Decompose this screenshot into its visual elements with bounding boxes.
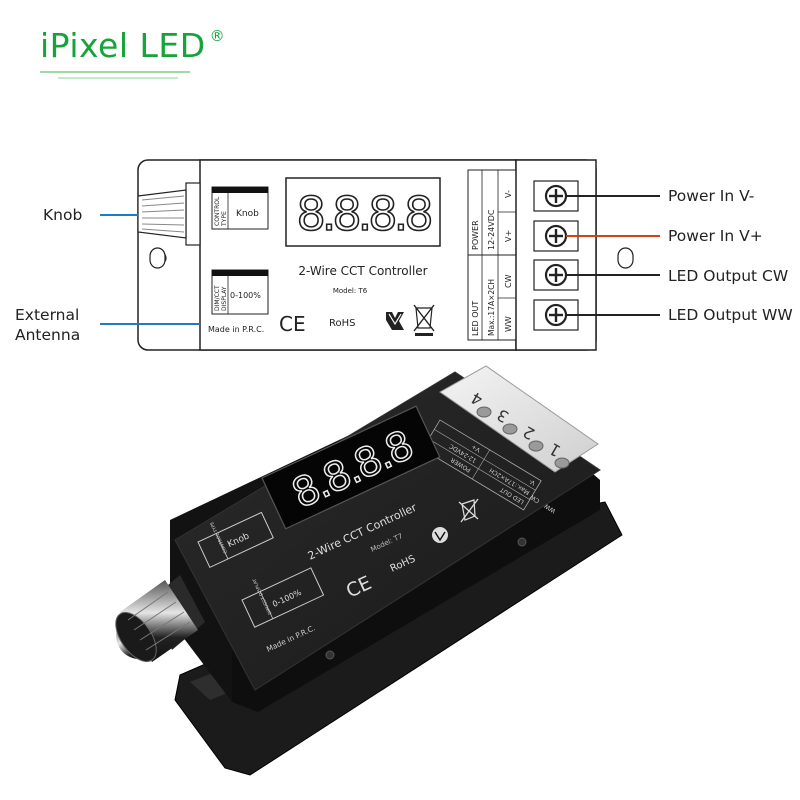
table-led-out-max: Max.:17A×2CH	[487, 279, 496, 336]
diagram-made-in: Made in P.R.C.	[208, 325, 264, 334]
dim-cct-value: 0-100%	[230, 291, 261, 300]
photo-table-cw: CW	[529, 493, 541, 504]
knob-label: Knob	[43, 206, 83, 224]
brand-underline	[40, 71, 190, 73]
terminal-label-3: LED Output CW	[668, 267, 789, 285]
photo-terminal-screw-1	[476, 406, 492, 418]
recycle-icon	[386, 312, 404, 330]
brand-name: iPixel LED	[40, 26, 206, 65]
photo-rating-table: V- V+ 12-24VDC Max.:17A×2CH POWER LED OU…	[421, 419, 542, 511]
terminal-screw-3	[533, 259, 579, 291]
table-led-out-title: LED OUT	[471, 301, 480, 336]
dim-cct-line2: DISPLAY	[221, 286, 228, 311]
table-power-range: 12-24VDC	[487, 209, 496, 250]
terminal-wires	[566, 195, 660, 316]
table-cw: CW	[504, 274, 513, 288]
diagram-rohs-mark: RoHS	[329, 318, 355, 329]
dim-cct-box	[211, 269, 269, 315]
knob-drawing	[137, 182, 201, 246]
control-type-box	[211, 186, 269, 230]
diagram-display-frame	[285, 177, 441, 247]
photo-recycle-icon	[432, 527, 448, 543]
table-v-minus: V-	[504, 190, 513, 198]
terminal-label-1: Power In V-	[668, 187, 755, 205]
terminal-screws	[533, 180, 579, 331]
antenna-label-line1: External	[15, 306, 80, 324]
photo-weee-icon	[458, 498, 479, 523]
wiring-diagram: CONTROL TYPE Knob DIM/CCT DISPLAY 0-100%…	[100, 159, 660, 351]
registered-mark: ®	[209, 27, 226, 45]
antenna-label: External Antenna	[15, 305, 80, 345]
terminal-label-4: LED Output WW	[668, 306, 793, 324]
diagram-model: Model: T6	[333, 287, 368, 295]
photo-terminal-screw-4	[554, 457, 570, 469]
photo-table-v-minus: V-	[528, 477, 537, 486]
terminal-screw-2	[533, 220, 579, 252]
diagram-product-title: 2-Wire CCT Controller	[298, 264, 427, 278]
photo-knob	[115, 575, 205, 662]
brand-logo: iPixel LED®	[40, 26, 225, 65]
antenna-label-line2: Antenna	[15, 326, 81, 344]
diagram-ce-mark: CE	[279, 312, 306, 336]
dim-cct-line1: DIM/CCT	[214, 285, 221, 311]
diagram-display-digits: 8.8.8.8	[297, 187, 432, 241]
photo-terminal-screw-3	[528, 440, 544, 452]
photo-screw-2	[325, 650, 335, 660]
terminal-label-2: Power In V+	[668, 227, 763, 245]
brand-underline-2	[58, 77, 178, 79]
photo-top-face	[174, 371, 601, 691]
control-type-line2: TYPE	[221, 211, 228, 227]
left-mount-slot	[149, 247, 166, 269]
control-type-line1: CONTROL	[214, 196, 221, 226]
table-ww: WW	[504, 316, 513, 332]
weee-bin-icon	[413, 304, 435, 336]
table-power-title: POWER	[471, 220, 480, 250]
photo-terminal-screw-2	[502, 423, 518, 435]
table-v-plus: V+	[504, 230, 513, 242]
photo-table-v-plus: V+	[470, 443, 481, 454]
rating-table	[467, 169, 517, 341]
terminal-screw-4	[533, 299, 579, 331]
control-type-value: Knob	[236, 209, 259, 219]
right-mount-slot	[617, 247, 634, 269]
photo-terminal-cover	[439, 365, 599, 473]
photo-screw-1	[517, 537, 527, 547]
